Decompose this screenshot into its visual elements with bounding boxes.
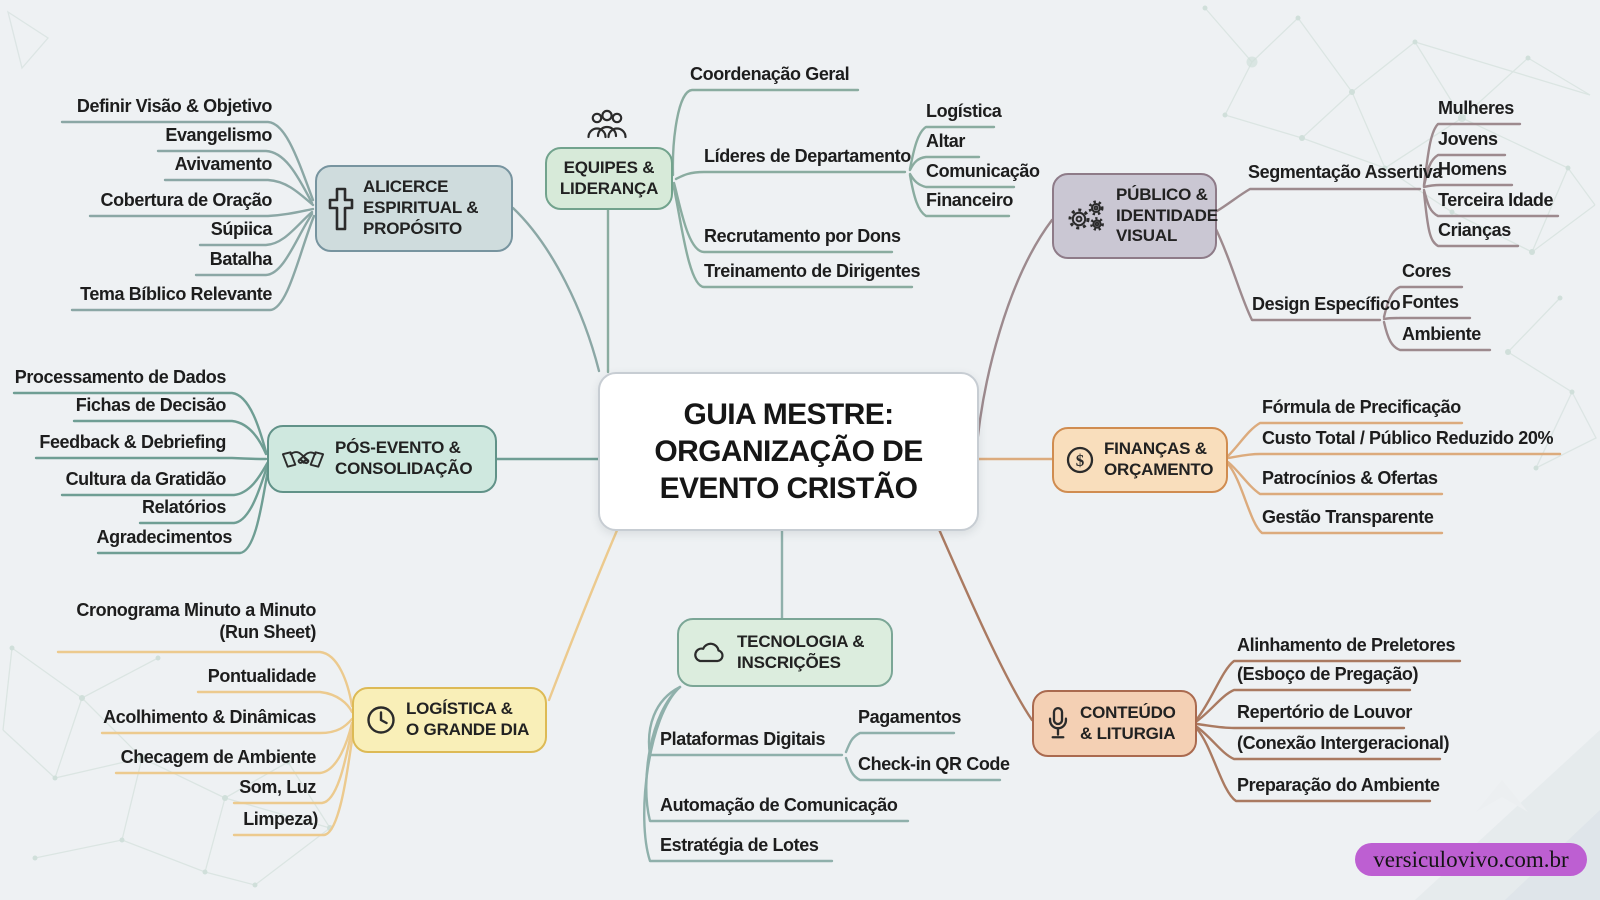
leaf-label: Automação de Comunicação	[660, 795, 898, 815]
leaf-label: Coordenação Geral	[690, 64, 850, 84]
leaf-label: Gestão Transparente	[1262, 507, 1434, 527]
leaf-label: Treinamento de Dirigentes	[704, 261, 921, 281]
leaf-label: Definir Visão & Objetivo	[76, 96, 273, 116]
leaf-label: Fórmula de Precificação	[1262, 397, 1461, 417]
leaf-label: Repertório de Louvor	[1237, 702, 1413, 722]
leaf-label: Terceira Idade	[1438, 190, 1554, 210]
center-topic-node: GUIA MESTRE: ORGANIZAÇÃO DE EVENTO CRIST…	[598, 372, 979, 531]
leaf-label: Limpeza)	[243, 809, 318, 829]
branch-node-pos-evento: PÓS-EVENTO & CONSOLIDAÇÃO	[267, 425, 497, 493]
watermark-text: versiculovivo.com.br	[1373, 847, 1569, 872]
leaf-label: Processamento de Dados	[14, 367, 227, 387]
leaf-label: Feedback & Debriefing	[39, 432, 226, 452]
branch-title: FINANÇAS & ORÇAMENTO	[1104, 439, 1214, 479]
leaf-label: Plataformas Digitais	[660, 729, 826, 749]
branch-node-equipes: EQUIPES & LIDERANÇA	[545, 147, 673, 210]
leaf-label: Cobertura de Oração	[100, 190, 273, 210]
leaf-label: Cronograma Minuto a Minuto (Run Sheet)	[76, 600, 316, 642]
leaf-label: Check-in QR Code	[858, 754, 1010, 774]
branch-title: CONTEÚDO & LITURGIA	[1080, 702, 1176, 743]
leaf-label: Som, Luz	[239, 777, 316, 797]
leaf-label: Preparação do Ambiente	[1237, 775, 1440, 795]
cross-icon	[328, 187, 354, 231]
branch-node-conteudo: CONTEÚDO & LITURGIA	[1032, 690, 1197, 757]
branch-title: PÓS-EVENTO & CONSOLIDAÇÃO	[335, 438, 473, 478]
watermark-badge: versiculovivo.com.br	[1355, 843, 1587, 876]
branch-node-tecnologia: TECNOLOGIA & INSCRIÇÕES	[677, 618, 893, 687]
leaf-label: Financeiro	[926, 190, 1014, 210]
leaf-label: Evangelismo	[165, 125, 272, 145]
leaf-label: Patrocínios & Ofertas	[1262, 468, 1438, 488]
center-topic-title: GUIA MESTRE: ORGANIZAÇÃO DE EVENTO CRIST…	[654, 397, 923, 506]
leaf-label: Acolhimento & Dinâmicas	[103, 707, 316, 727]
gears-icon	[1065, 198, 1107, 234]
branch-title: ALICERCE ESPIRITUAL & PROPÓSITO	[363, 177, 479, 238]
leaf-label: Relatórios	[141, 497, 226, 517]
dollar-icon: $	[1065, 445, 1095, 475]
clock-icon	[365, 704, 397, 736]
leaf-label: Homens	[1438, 159, 1507, 179]
branch-title: LOGÍSTICA & O GRANDE DIA	[406, 699, 530, 739]
leaf-label: Estratégia de Lotes	[660, 835, 819, 855]
leaf-label: (Conexão Intergeracional)	[1237, 733, 1450, 753]
leaf-label: Agradecimentos	[96, 527, 233, 547]
microphone-icon	[1045, 706, 1071, 742]
branch-title: PÚBLICO & IDENTIDADE VISUAL	[1116, 184, 1218, 246]
leaf-label: Checagem de Ambiente	[120, 747, 317, 767]
branch-title: EQUIPES & LIDERANÇA	[559, 157, 659, 198]
leaf-label: Cultura da Gratidão	[65, 469, 227, 489]
leaf-label: Jovens	[1438, 129, 1498, 149]
leaf-label: Batalha	[209, 249, 273, 269]
leaf-label: Mulheres	[1438, 98, 1514, 118]
branch-title: TECNOLOGIA & INSCRIÇÕES	[737, 631, 865, 672]
leaf-label: (Esboço de Pregação)	[1237, 664, 1419, 684]
leaf-label: Custo Total / Público Reduzido 20%	[1262, 428, 1554, 448]
leaf-label: Comunicação	[926, 161, 1040, 181]
leaf-label: Pagamentos	[858, 707, 962, 727]
branch-node-publico: PÚBLICO & IDENTIDADE VISUAL	[1052, 173, 1218, 259]
leaf-label: Crianças	[1438, 220, 1511, 240]
leaf-label: Pontualidade	[207, 666, 317, 686]
leaf-label: Recrutamento por Dons	[704, 226, 901, 246]
leaf-label: Logística	[926, 101, 1002, 121]
leaf-label: Fichas de Decisão	[75, 395, 227, 415]
leaf-label: Súpiica	[210, 219, 273, 239]
branch-node-logistica: LOGÍSTICA & O GRANDE DIA	[352, 687, 547, 753]
leaf-label: Avivamento	[174, 154, 273, 174]
leaf-label: Ambiente	[1402, 324, 1481, 344]
leaf-label: Líderes de Departamento	[704, 146, 911, 166]
cloud-icon	[690, 640, 728, 666]
leaf-label: Altar	[926, 131, 966, 151]
branch-node-alicerce: ALICERCE ESPIRITUAL & PROPÓSITO	[315, 165, 513, 252]
svg-text:$: $	[1076, 451, 1085, 470]
leaf-label: Segmentação Assertiva	[1248, 162, 1443, 182]
people-icon	[584, 108, 630, 142]
leaf-label: Design Específico	[1252, 294, 1401, 314]
handshake-icon	[280, 445, 326, 473]
leaf-label: Cores	[1402, 261, 1452, 281]
leaf-label: Fontes	[1402, 292, 1459, 312]
leaf-label: Tema Bíblico Relevante	[80, 284, 272, 304]
leaf-label: Alinhamento de Preletores	[1237, 635, 1456, 655]
branch-node-financas: $ FINANÇAS & ORÇAMENTO	[1052, 427, 1228, 493]
